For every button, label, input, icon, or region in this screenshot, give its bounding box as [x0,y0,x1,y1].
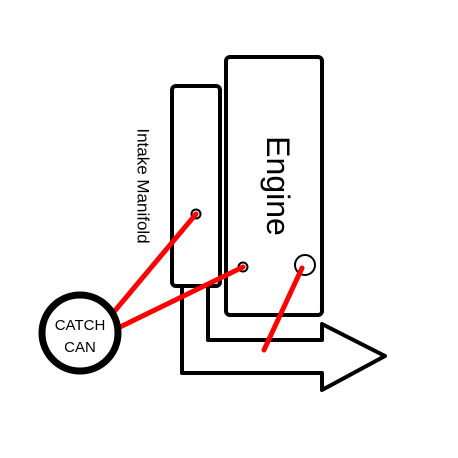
catch-can-label-line2: CAN [64,339,96,356]
engine-label: Engine [260,136,296,236]
intake-manifold-block [170,84,222,288]
outlet-pipe-arrow [180,286,387,392]
intake-manifold-label: Intake Manifold [134,128,153,243]
hose-engine-to-catch-can [117,264,246,330]
engine-block [224,55,324,317]
catch-can [38,291,122,375]
catch-can-label-line1: CATCH [55,317,106,334]
hose-intake-to-catch-can [110,211,199,316]
hose-engine-to-outlet [261,265,305,353]
